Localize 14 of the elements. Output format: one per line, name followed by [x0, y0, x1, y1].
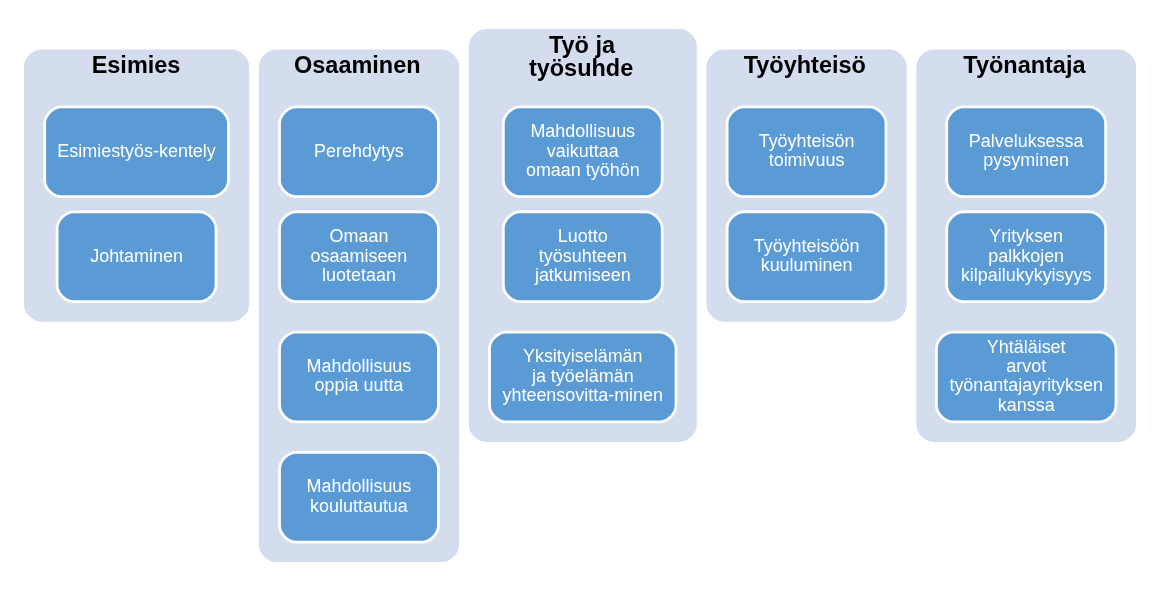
node-box: Yrityksen palkkojen kilpailukykyisyys: [945, 210, 1107, 304]
node-box: Omaan osaamiseen luotetaan: [278, 210, 440, 304]
node-box: Yksityiselämän ja työelämän yhteensovitta-minen: [488, 330, 678, 424]
node-box: Perehdytys: [278, 105, 440, 199]
node-box: Esimiestyös-kentely: [43, 105, 230, 199]
node-box: Työyhteisön toimivuus: [725, 105, 888, 199]
node-box: Yhtäläiset arvot työnantajayrityksen kanssa: [935, 330, 1118, 424]
node-box: Mahdollisuus kouluttautua: [278, 450, 440, 544]
node-box: Mahdollisuus oppia uutta: [278, 330, 440, 424]
node-box: Luotto työsuhteen jatkumiseen: [501, 210, 664, 304]
node-box: Mahdollisuus vaikuttaa omaan työhön: [501, 105, 664, 199]
node-box: Palveluksessa pysyminen: [945, 105, 1107, 199]
node-box: Työyhteisöön kuuluminen: [725, 210, 888, 304]
node-box: Johtaminen: [55, 210, 218, 304]
